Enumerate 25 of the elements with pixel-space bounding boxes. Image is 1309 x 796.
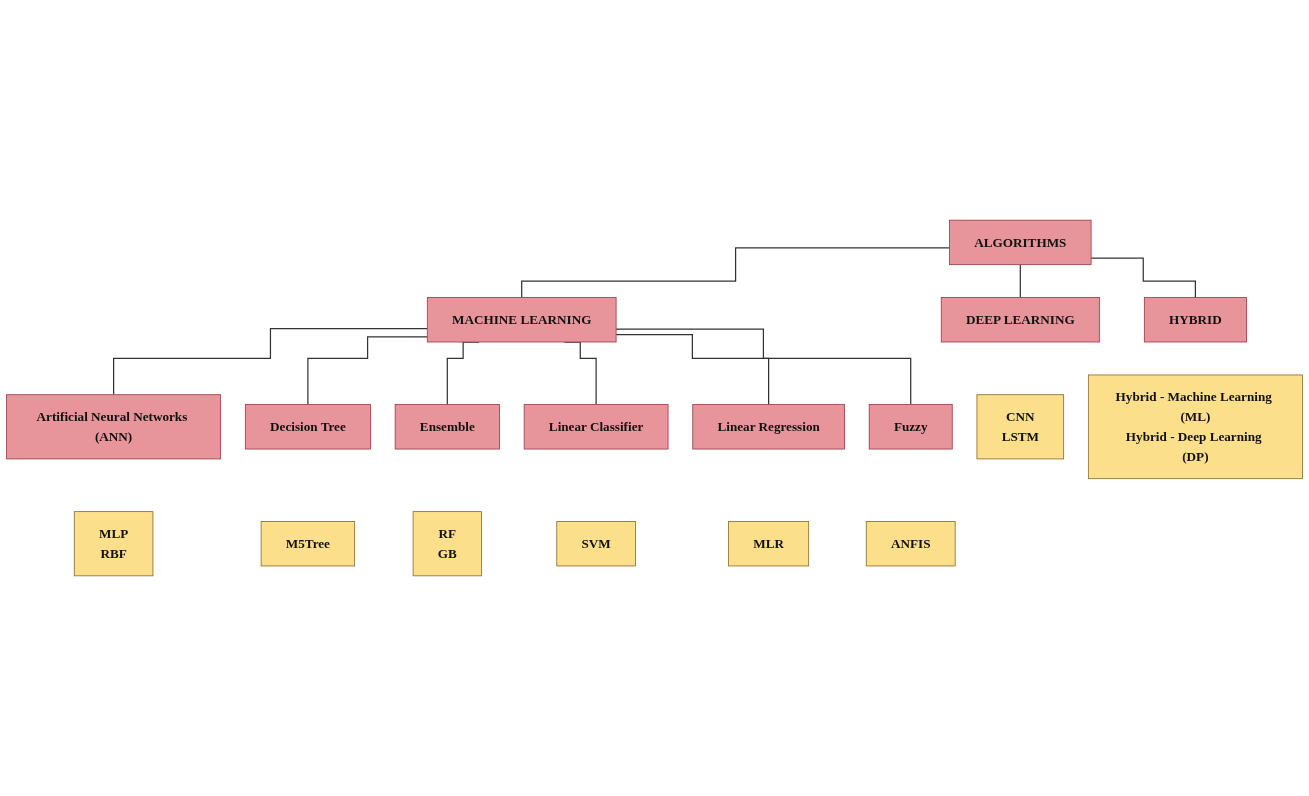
node-box: Decision Tree xyxy=(244,404,371,450)
node-box: CNN LSTM xyxy=(976,394,1065,460)
node-box: Linear Classifier xyxy=(523,404,669,450)
node-box: MLP RBF xyxy=(73,511,154,577)
connector xyxy=(615,328,912,406)
node-box: Artificial Neural Networks (ANN) xyxy=(6,394,222,460)
connector xyxy=(615,333,770,406)
connector xyxy=(113,328,428,396)
node-box: SVM xyxy=(556,521,636,567)
connector xyxy=(521,247,951,299)
connector xyxy=(1090,257,1196,299)
node-box: Fuzzy xyxy=(868,404,953,450)
node-box: Ensemble xyxy=(394,404,500,450)
node-box: M5Tree xyxy=(260,521,356,567)
node-box: ANFIS xyxy=(865,521,956,567)
node-box: MACHINE LEARNING xyxy=(426,297,617,343)
node-box: DEEP LEARNING xyxy=(940,297,1100,343)
connector xyxy=(1019,264,1021,299)
connector xyxy=(307,336,428,406)
node-box: Hybrid - Machine Learning (ML) Hybrid - Deep Learning (DP) xyxy=(1087,374,1303,480)
node-box: Linear Regression xyxy=(692,404,845,450)
node-box: ALGORITHMS xyxy=(949,219,1092,266)
node-box: HYBRID xyxy=(1143,297,1247,343)
node-box: RF GB xyxy=(412,511,482,577)
node-box: MLR xyxy=(728,521,810,567)
